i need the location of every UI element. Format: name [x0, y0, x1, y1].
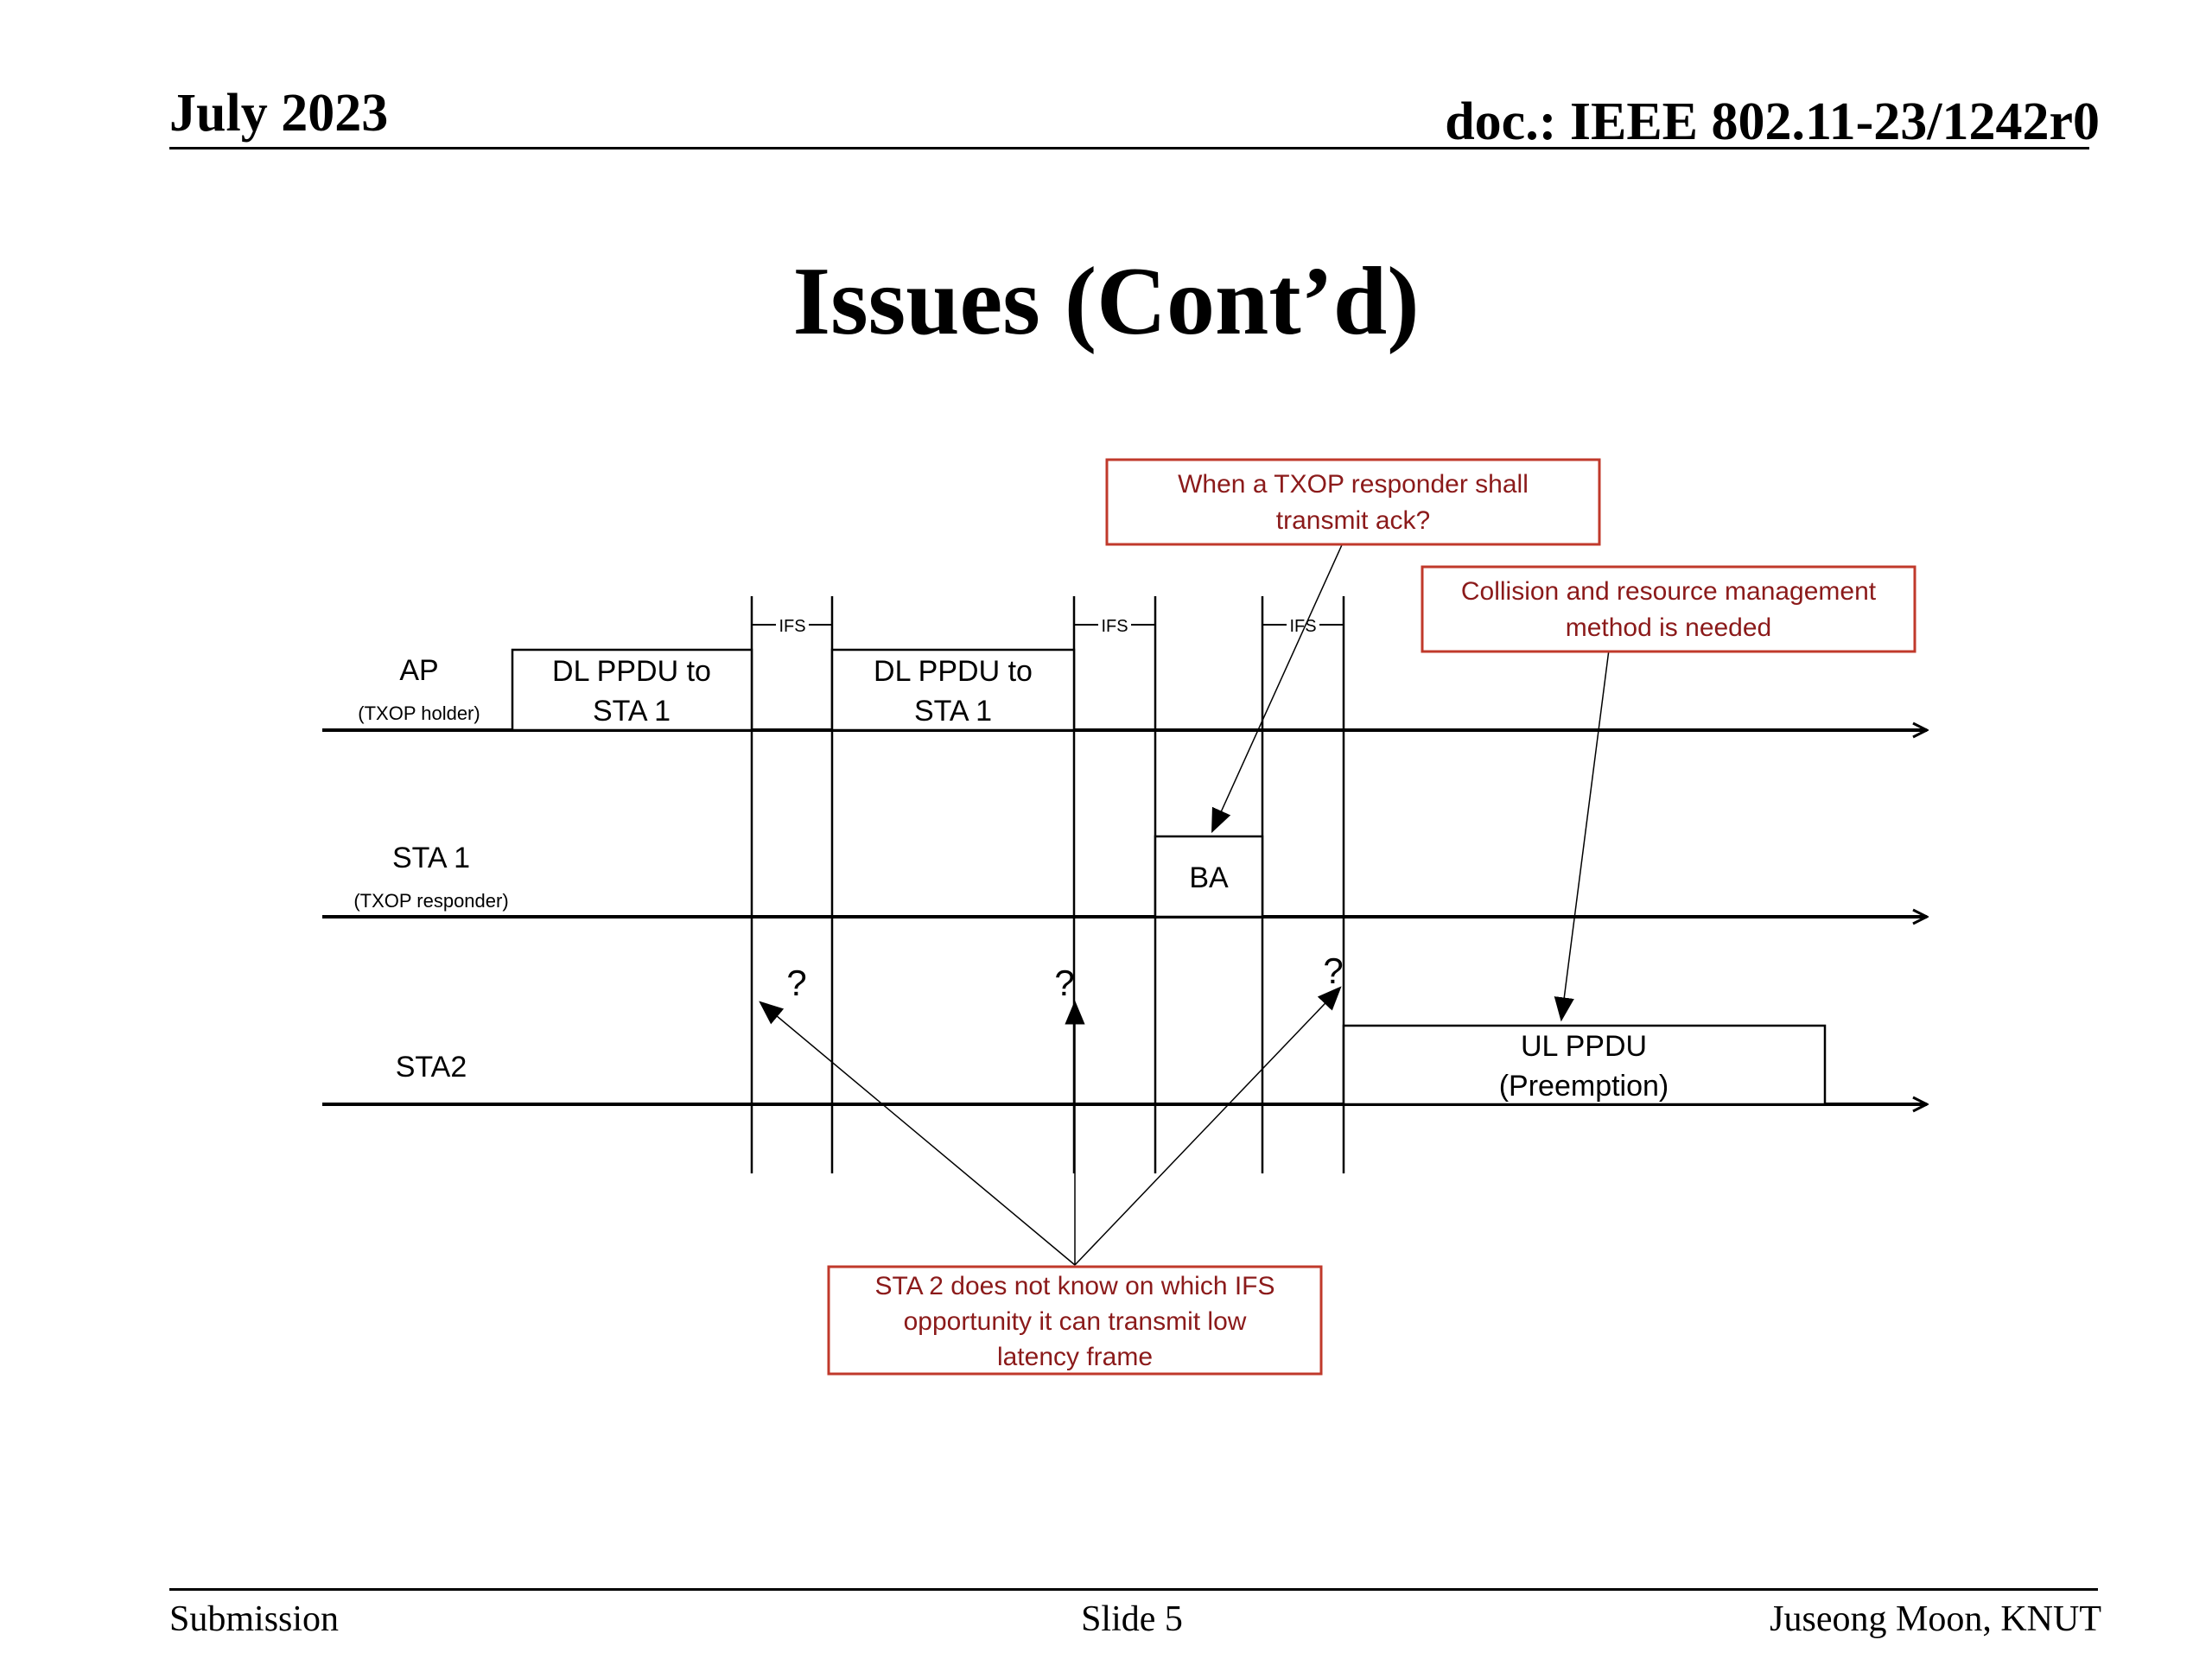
footer-slide-number: Slide 5: [1081, 1599, 1183, 1639]
ifs-marker-1: IFS: [752, 615, 832, 636]
frame-ul-ppdu: UL PPDU (Preemption): [1342, 1024, 1827, 1106]
svg-text:STA 2 does not know on which I: STA 2 does not know on which IFS: [874, 1272, 1274, 1300]
row-label-sta2: STA2: [396, 1051, 467, 1084]
callout-collision: Collision and resource management method…: [1421, 565, 1916, 653]
frame-block-ack: BA: [1154, 835, 1264, 918]
svg-text:IFS: IFS: [779, 617, 805, 636]
ifs-marker-3: IFS: [1262, 615, 1344, 636]
svg-text:DL PPDU to: DL PPDU to: [552, 655, 711, 688]
question-mark-2: ?: [1054, 963, 1074, 1003]
svg-text:DL PPDU to: DL PPDU to: [874, 655, 1033, 688]
header-date: July 2023: [169, 84, 389, 143]
svg-text:IFS: IFS: [1289, 617, 1316, 636]
callout-arrows: [759, 538, 1610, 1266]
svg-text:STA 1: STA 1: [914, 695, 992, 728]
footer-submission: Submission: [169, 1599, 340, 1639]
svg-text:latency frame: latency frame: [997, 1343, 1153, 1371]
row-role-sta1: (TXOP responder): [353, 890, 508, 912]
svg-text:When a TXOP responder shall: When a TXOP responder shall: [1178, 470, 1529, 499]
svg-text:(Preemption): (Preemption): [1499, 1070, 1669, 1103]
svg-text:opportunity it can transmit lo: opportunity it can transmit low: [904, 1307, 1247, 1336]
callout-ifs-opportunity: STA 2 does not know on which IFS opportu…: [827, 1265, 1323, 1376]
row-role-ap: (TXOP holder): [358, 702, 480, 724]
frame-dl-ppdu-2: DL PPDU to STA 1: [830, 648, 1076, 732]
row-label-sta1: STA 1: [392, 842, 470, 874]
header-doc-id: doc.: IEEE 802.11-23/1242r0: [1445, 92, 2100, 151]
svg-text:Collision and resource managem: Collision and resource management: [1461, 577, 1877, 606]
svg-text:IFS: IFS: [1101, 617, 1128, 636]
svg-text:method is needed: method is needed: [1566, 613, 1772, 642]
svg-text:BA: BA: [1189, 861, 1229, 894]
question-mark-3: ?: [1323, 950, 1343, 991]
svg-text:UL PPDU: UL PPDU: [1521, 1030, 1647, 1063]
footer-author: Juseong Moon, KNUT: [1770, 1599, 2101, 1639]
slide-title: Issues (Cont’d): [792, 248, 1420, 355]
frame-dl-ppdu-1: DL PPDU to STA 1: [511, 648, 753, 732]
question-mark-1: ?: [786, 963, 806, 1003]
footer-rule: [169, 1588, 2098, 1591]
callout-ack-question: When a TXOP responder shall transmit ack…: [1105, 458, 1601, 546]
svg-text:transmit ack?: transmit ack?: [1276, 506, 1430, 535]
header-rule: [169, 147, 2089, 149]
row-label-ap: AP: [399, 654, 438, 687]
svg-text:STA 1: STA 1: [593, 695, 671, 728]
ifs-marker-2: IFS: [1074, 615, 1155, 636]
